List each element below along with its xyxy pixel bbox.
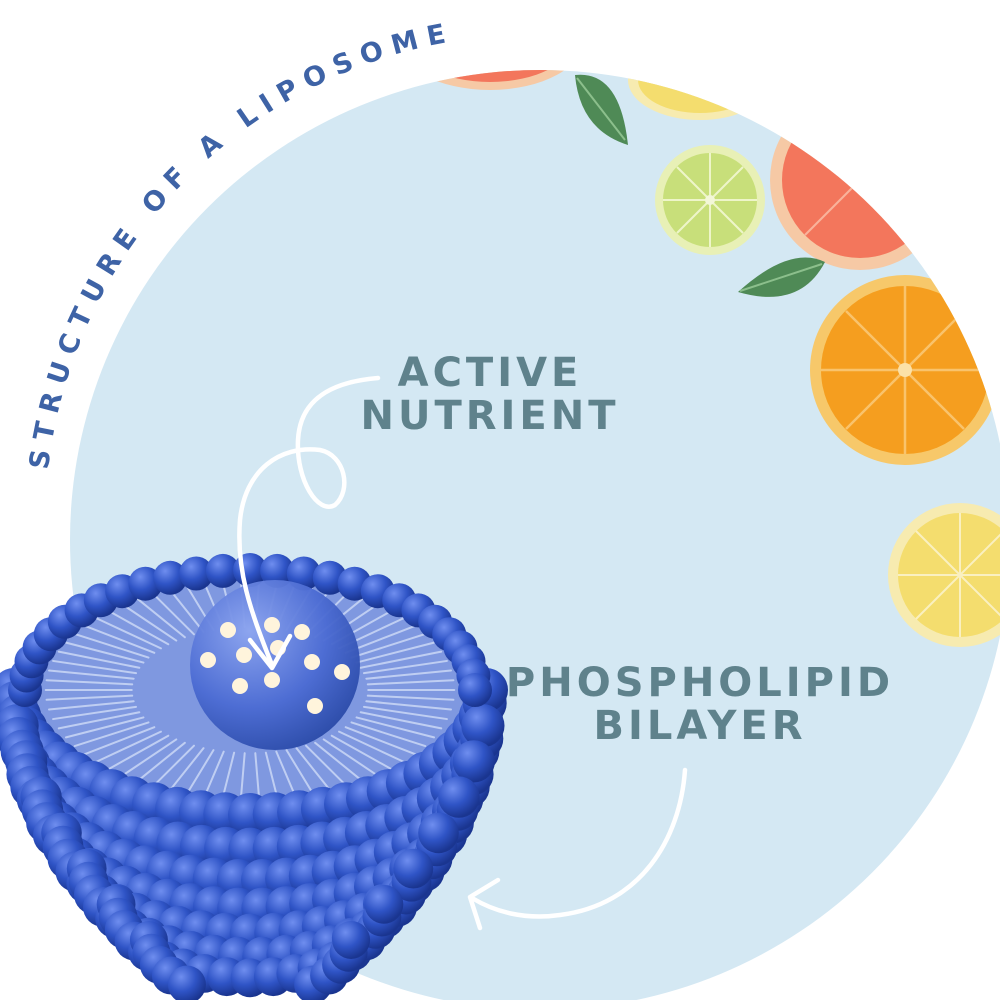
lipid-tail	[285, 749, 315, 795]
lipid-tail	[136, 597, 186, 639]
lipid-tail	[52, 705, 138, 721]
nutrient-particle	[264, 617, 280, 633]
lipid-tail	[48, 669, 135, 680]
phospholipid-heads	[0, 553, 508, 1000]
lipid-tail	[365, 669, 452, 680]
phospholipid-head	[452, 740, 495, 783]
lipid-tail	[83, 624, 156, 654]
phospholipid-head	[179, 556, 214, 591]
phospholipid-head	[167, 965, 206, 1000]
lipid-tail	[152, 592, 195, 636]
phospholipid-head	[260, 553, 295, 588]
nutrient-particle	[236, 647, 252, 663]
liposome-cross-section	[0, 553, 508, 1000]
lipid-tail	[275, 750, 297, 798]
phospholipid-head	[205, 553, 240, 588]
lipid-tail	[45, 679, 134, 686]
phospholipid-head	[286, 556, 321, 591]
lipid-tail	[64, 716, 145, 739]
lipid-tail	[52, 659, 138, 675]
phospholipid-bilayer-arrow	[467, 767, 688, 931]
nutrient-particle	[264, 672, 280, 688]
lipid-tail	[83, 726, 156, 756]
nutrient-particle	[200, 652, 216, 668]
lipid-tail	[350, 721, 427, 748]
label-line: BILAYER	[593, 703, 807, 750]
lipid-tail	[185, 749, 215, 795]
lime-slice-icon	[655, 145, 765, 255]
lipid-tail	[203, 750, 225, 798]
phospholipid-head	[364, 884, 404, 924]
lipid-tail	[344, 726, 417, 756]
phospholipid-head	[393, 848, 434, 889]
orange-slice-icon	[810, 275, 1000, 465]
lipid-tail	[121, 738, 178, 777]
lipid-tail	[95, 730, 162, 763]
nutrient-particle	[304, 654, 320, 670]
lipid-tail	[330, 734, 393, 770]
lipid-tail	[314, 741, 364, 783]
phospholipid-head	[438, 776, 480, 818]
lipid-tail	[366, 679, 455, 686]
lipid-tail	[362, 705, 448, 721]
lipid-tail	[322, 738, 379, 777]
lipid-tail	[338, 730, 405, 763]
phospholipid-bilayer-label: PHOSPHOLIPID BILAYER	[480, 660, 920, 750]
phospholipid-head	[153, 560, 188, 595]
label-line: ACTIVE	[397, 350, 583, 396]
lipid-tail	[365, 700, 452, 711]
lipid-tail	[57, 711, 141, 730]
lipid-tail	[362, 659, 448, 675]
lipid-tail	[152, 744, 195, 788]
mint-leaf-icon	[738, 257, 825, 297]
lipid-tail	[168, 747, 205, 792]
lipid-tail	[355, 716, 436, 739]
phospholipid-head	[458, 673, 492, 707]
active-nutrient-arrow	[237, 375, 381, 671]
lipid-tail	[305, 744, 348, 788]
label-line: NUTRIENT	[360, 393, 620, 440]
lemon-slice-icon	[888, 503, 1000, 647]
lipid-tail	[355, 641, 436, 664]
lipid-tail	[95, 617, 162, 650]
lipid-tail	[73, 632, 150, 659]
nutrient-particle	[232, 678, 248, 694]
lipid-tail	[254, 752, 261, 801]
lipid-tail	[45, 694, 134, 701]
lipid-tail	[221, 751, 236, 800]
lipid-tail	[359, 650, 443, 669]
label-line: PHOSPHOLIPID	[505, 660, 895, 706]
lemon-slice-icon	[628, 70, 772, 120]
lipid-tail	[121, 603, 178, 642]
active-nutrient-label: ACTIVE NUTRIENT	[340, 350, 640, 440]
lipid-tail	[107, 610, 170, 646]
lipid-tail	[350, 632, 427, 659]
lipid-tail	[295, 747, 332, 792]
lipid-tail	[73, 721, 150, 748]
lipid-tail	[64, 641, 145, 664]
mint-leaf-icon	[575, 74, 628, 145]
nutrient-particle	[307, 698, 323, 714]
lipid-tail	[168, 588, 205, 633]
nutrient-particle	[334, 664, 350, 680]
lipid-tail	[57, 650, 141, 669]
lipid-tail	[366, 694, 455, 701]
grapefruit-slice-icon	[770, 90, 950, 270]
nutrient-particle	[220, 622, 236, 638]
lipid-tail	[136, 741, 186, 783]
lipid-tail	[48, 700, 135, 711]
lipid-tail	[264, 751, 279, 800]
lipid-tail	[239, 752, 246, 801]
nutrient-particle	[294, 624, 310, 640]
phospholipid-head	[461, 704, 505, 748]
lipid-tail	[107, 734, 170, 770]
phospholipid-head	[418, 812, 459, 854]
phospholipid-head	[332, 921, 371, 959]
lipid-tail	[359, 711, 443, 730]
